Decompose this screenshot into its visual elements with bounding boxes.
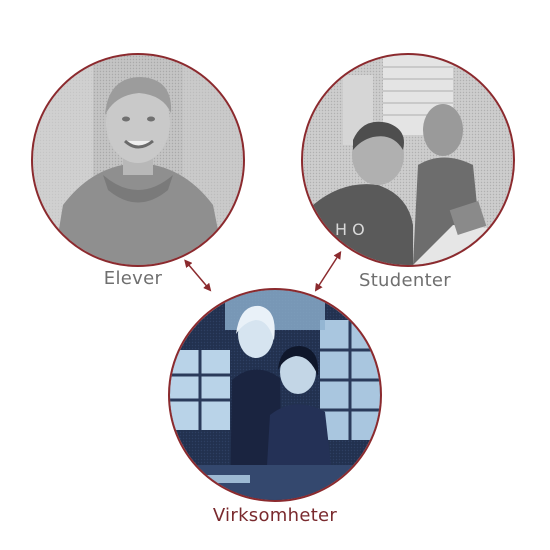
arrow-studenter-virksomheter — [314, 250, 342, 292]
virksomheter-label: Virksomheter — [212, 505, 338, 526]
arrow-elever-virksomheter — [184, 259, 212, 292]
elever-photo — [33, 55, 243, 265]
virksomheter-photo — [170, 290, 380, 500]
studenter-photo: H O — [303, 55, 513, 265]
svg-text:H O: H O — [335, 220, 365, 239]
elever-label: Elever — [103, 268, 163, 289]
studenter-label: Studenter — [358, 270, 452, 291]
